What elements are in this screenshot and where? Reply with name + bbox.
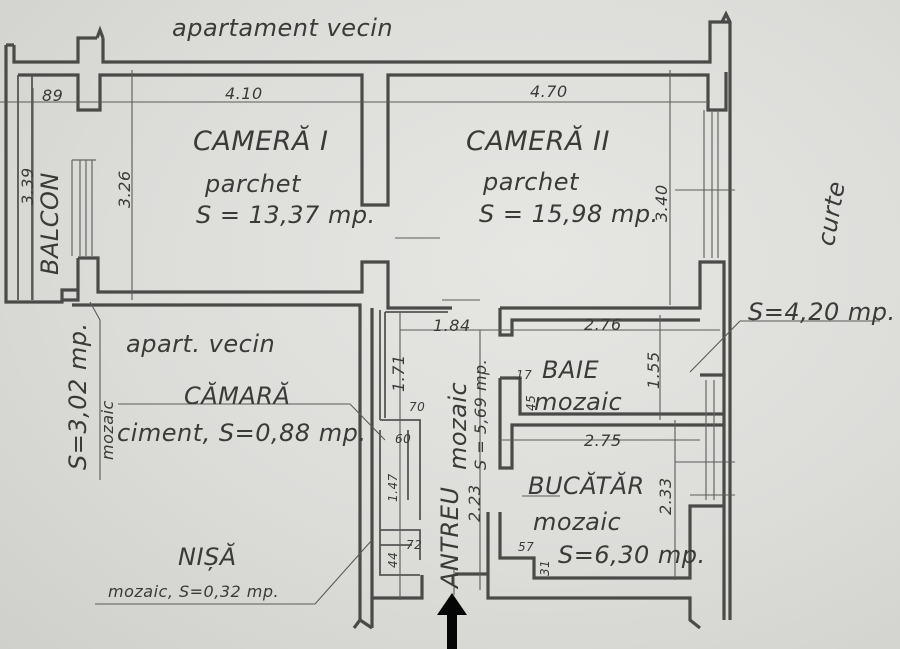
- room-floor-balcon: mozaic: [98, 400, 117, 460]
- room-floor-antreu: mozaic: [444, 381, 472, 470]
- room-floor-baie: mozaic: [534, 388, 623, 416]
- room-area-nisa: mozaic, S=0,32 mp.: [108, 582, 280, 601]
- window-camera-2: [703, 110, 719, 258]
- dim-camara-width: 70: [409, 400, 426, 414]
- dim-bucatarie-width: 2.75: [584, 431, 622, 450]
- dim-baie-depth: 1.55: [644, 351, 663, 389]
- dim-camera1-width: 4.10: [225, 84, 263, 103]
- bucatarie-walls: [498, 504, 725, 580]
- entry-arrow-icon: [437, 593, 467, 649]
- nisa-walls: [380, 529, 421, 560]
- dim-antreu-upper: 1.71: [389, 354, 408, 392]
- room-area-antreu: S = 5,69 mp.: [471, 358, 490, 470]
- room-name-antreu: ANTREU: [436, 486, 464, 588]
- dim-baie-niche-w: 17: [516, 368, 533, 382]
- room-name-baie: BAIE: [542, 356, 600, 384]
- dim-camera2-width: 4.70: [530, 82, 568, 101]
- dim-camara-depth: 60: [395, 432, 412, 446]
- room-name-camara: CĂMARĂ: [184, 382, 291, 410]
- left-neighbor-label: apart. vecin: [126, 330, 276, 358]
- dim-bucatarie-depth: 2.33: [656, 477, 675, 515]
- room-area-camera-1: S = 13,37 mp.: [196, 201, 376, 229]
- room-name-balcon: BALCON: [36, 172, 64, 275]
- dim-nisa-width: 72: [406, 538, 423, 552]
- dim-baie-width: 2.76: [584, 315, 622, 334]
- room-name-camera-2: CAMERĂ II: [466, 126, 610, 157]
- room-name-nisa: NIȘĂ: [178, 543, 237, 571]
- camara-walls: [379, 310, 421, 576]
- dim-camara-length: 1.47: [386, 473, 400, 502]
- dim-antreu-width: 1.84: [433, 316, 471, 335]
- room-floor-bucatarie: mozaic: [533, 508, 622, 536]
- dim-antreu-lower: 2.23: [465, 484, 484, 522]
- room-area-baie: S=4,20 mp.: [748, 298, 896, 326]
- dim-camera1-depth: 3.26: [115, 170, 134, 208]
- room-name-camera-1: CAMERĂ I: [193, 126, 329, 157]
- dim-kitchen-niche-w: 57: [518, 540, 535, 554]
- dim-kitchen-niche-d: 31: [538, 559, 552, 576]
- dim-balcon-length: 3.39: [18, 167, 37, 205]
- dim-camera2-depth: 3.40: [652, 184, 671, 222]
- room-area-camera-2: S = 15,98 mp.: [479, 200, 659, 228]
- outer-wall: [4, 45, 78, 304]
- dim-nisa-depth: 44: [386, 551, 400, 568]
- top-neighbor-label: apartament vecin: [172, 14, 394, 42]
- room-name-bucatarie: BUCĂTĂR: [528, 472, 645, 500]
- dim-baie-niche-d: 45: [524, 394, 538, 411]
- window-camera-1: [71, 159, 96, 256]
- dimension-lines: [0, 70, 720, 600]
- room-area-balcon: S=3,02 mp.: [64, 322, 92, 470]
- room-floor-camera-1: parchet: [205, 170, 301, 198]
- room-floor-camera-2: parchet: [483, 168, 579, 196]
- dim-balcon-width: 89: [42, 86, 64, 105]
- room-area-bucatarie: S=6,30 mp.: [558, 541, 706, 569]
- top-neighbor-wall: [12, 20, 730, 64]
- room-area-camara: ciment, S=0,88 mp.: [117, 419, 367, 447]
